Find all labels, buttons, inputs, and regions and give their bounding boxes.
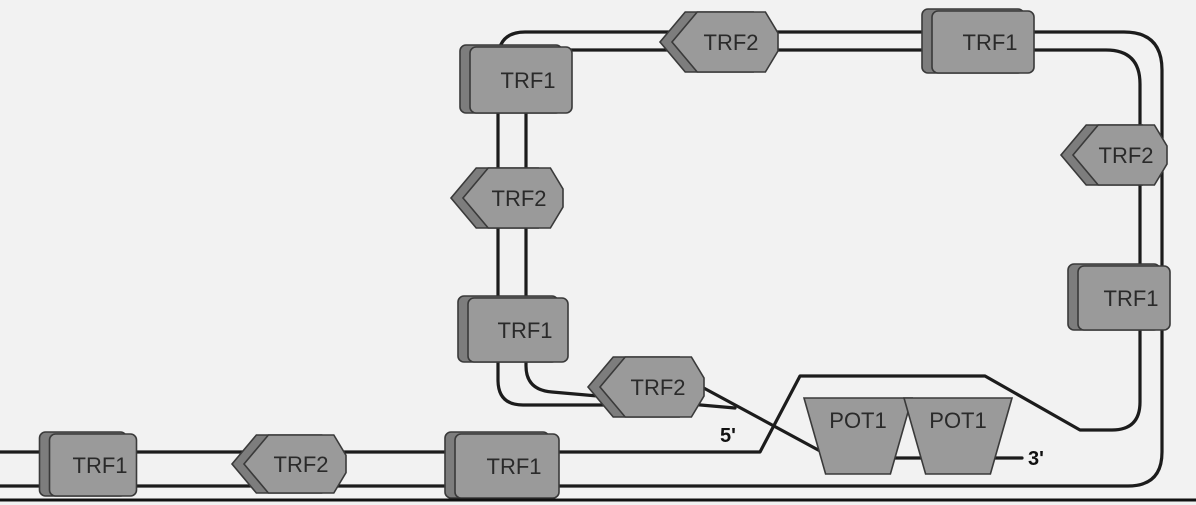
protein-trf1-loop-topleft: TRF1 [460, 45, 572, 113]
protein-trf2-loop-top: TRF2 [660, 12, 778, 72]
label-3-prime: 3' [1028, 448, 1044, 470]
protein-label: POT1 [929, 408, 986, 433]
protein-label: TRF1 [1104, 286, 1159, 311]
protein-label: TRF2 [492, 186, 547, 211]
protein-label: POT1 [829, 408, 886, 433]
protein-label: TRF1 [73, 453, 128, 478]
protein-label: TRF2 [704, 30, 759, 55]
protein-label: TRF1 [487, 454, 542, 479]
protein-trf2-loop-left: TRF2 [451, 168, 563, 228]
protein-trf1-loop-topright: TRF1 [922, 9, 1034, 73]
protein-label: TRF1 [498, 318, 553, 343]
protein-label: TRF2 [631, 375, 686, 400]
protein-label: TRF2 [274, 452, 329, 477]
protein-label: TRF1 [963, 30, 1018, 55]
protein-trf1-bottom-1: TRF1 [40, 432, 137, 496]
protein-trf1-loop-right: TRF1 [1068, 264, 1170, 330]
protein-trf1-loop-left: TRF1 [458, 296, 568, 362]
protein-label: TRF2 [1099, 143, 1154, 168]
label-5-prime: 5' [720, 425, 736, 447]
protein-trf2-dloop: TRF2 [588, 357, 704, 417]
protein-trf2-bottom-2: TRF2 [232, 435, 346, 493]
protein-label: TRF1 [501, 68, 556, 93]
protein-trf1-bottom-3: TRF1 [445, 432, 559, 498]
